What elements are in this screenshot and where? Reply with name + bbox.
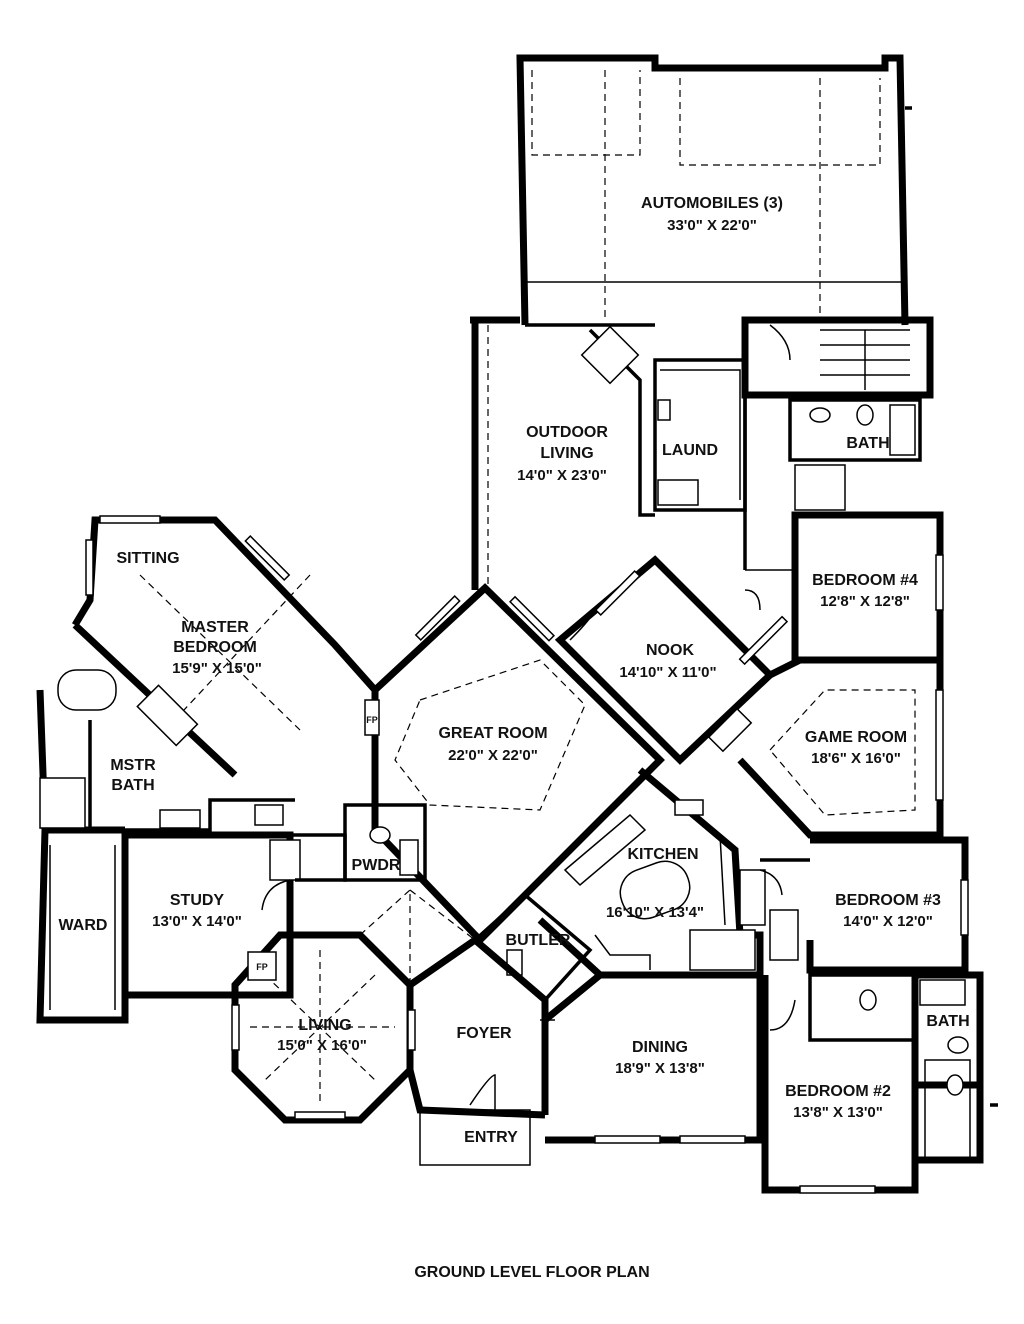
mstr-bath-label-2: BATH xyxy=(111,777,154,794)
master-bedroom-dims: 15'9" X 15'0" xyxy=(172,660,262,677)
automobiles-dims: 33'0" X 22'0" xyxy=(667,217,757,234)
master-bedroom-label-2: BEDROOM xyxy=(173,639,257,656)
nook-area xyxy=(554,555,789,765)
automobiles-label: AUTOMOBILES (3) xyxy=(641,195,783,212)
outdoor-living-label-1: OUTDOOR xyxy=(526,424,608,441)
bedroom-2-dims: 13'8" X 13'0" xyxy=(793,1104,883,1121)
nook-label: NOOK xyxy=(646,642,694,659)
bedroom-2-label: BEDROOM #2 xyxy=(785,1083,891,1100)
lower-bath-area xyxy=(808,971,984,1161)
kitchen-area xyxy=(537,767,766,979)
bedroom-3-dims: 14'0" X 12'0" xyxy=(843,913,933,930)
bedroom-3-label: BEDROOM #3 xyxy=(835,892,941,909)
fireplace-tag-great-room: FP xyxy=(366,715,378,725)
kitchen-dims: 16'10" X 13'4" xyxy=(606,904,704,921)
mstr-bath-label-1: MSTR xyxy=(110,757,156,774)
game-room-label: GAME ROOM xyxy=(805,729,907,746)
foyer-and-entry xyxy=(359,889,549,1166)
study-dims: 13'0" X 14'0" xyxy=(152,913,242,930)
kitchen-label: KITCHEN xyxy=(627,846,698,863)
foyer-label: FOYER xyxy=(456,1025,512,1042)
study-label: STUDY xyxy=(170,892,225,909)
living-room-octagon xyxy=(231,931,414,1124)
plan-title: GROUND LEVEL FLOOR PLAN xyxy=(414,1264,649,1281)
laund-label: LAUND xyxy=(662,442,718,459)
bedroom-2-area xyxy=(761,975,998,1194)
laundry-and-service xyxy=(653,316,934,570)
study-area xyxy=(121,831,301,999)
fireplace-tag-living: FP xyxy=(256,962,268,972)
master-suite xyxy=(36,515,378,1024)
game-room-dims: 18'6" X 16'0" xyxy=(811,750,901,767)
bath-upper-label: BATH xyxy=(846,435,889,452)
room-labels: AUTOMOBILES (3) 33'0" X 22'0" OUTDOOR LI… xyxy=(59,195,970,1281)
outdoor-living-area xyxy=(470,316,655,590)
garage xyxy=(516,54,912,326)
bedroom-3-area xyxy=(759,836,969,974)
game-room-area xyxy=(707,656,944,839)
great-room-dims: 22'0" X 22'0" xyxy=(448,747,538,764)
ward-label: WARD xyxy=(59,917,108,934)
powder-room xyxy=(290,803,427,882)
entry-label: ENTRY xyxy=(464,1129,518,1146)
bedroom-4-dims: 12'8" X 12'8" xyxy=(820,593,910,610)
dining-room xyxy=(540,971,764,1144)
living-dims: 15'0" X 16'0" xyxy=(277,1037,367,1054)
pwdr-label: PWDR xyxy=(352,857,401,874)
nook-dims: 14'10" X 11'0" xyxy=(619,664,716,681)
sitting-label: SITTING xyxy=(116,550,179,567)
living-label: LIVING xyxy=(298,1017,351,1034)
outdoor-living-dims: 14'0" X 23'0" xyxy=(517,467,607,484)
butler-label: BUTLER xyxy=(506,932,571,949)
great-room-diamond xyxy=(364,583,665,946)
master-bedroom-label-1: MASTER xyxy=(181,619,249,636)
dining-dims: 18'9" X 13'8" xyxy=(615,1060,705,1077)
outdoor-living-label-2: LIVING xyxy=(540,445,593,462)
bath-lower-label: BATH xyxy=(926,1013,969,1030)
bedroom-4-label: BEDROOM #4 xyxy=(812,572,918,589)
great-room-label: GREAT ROOM xyxy=(438,725,547,742)
dining-label: DINING xyxy=(632,1039,688,1056)
